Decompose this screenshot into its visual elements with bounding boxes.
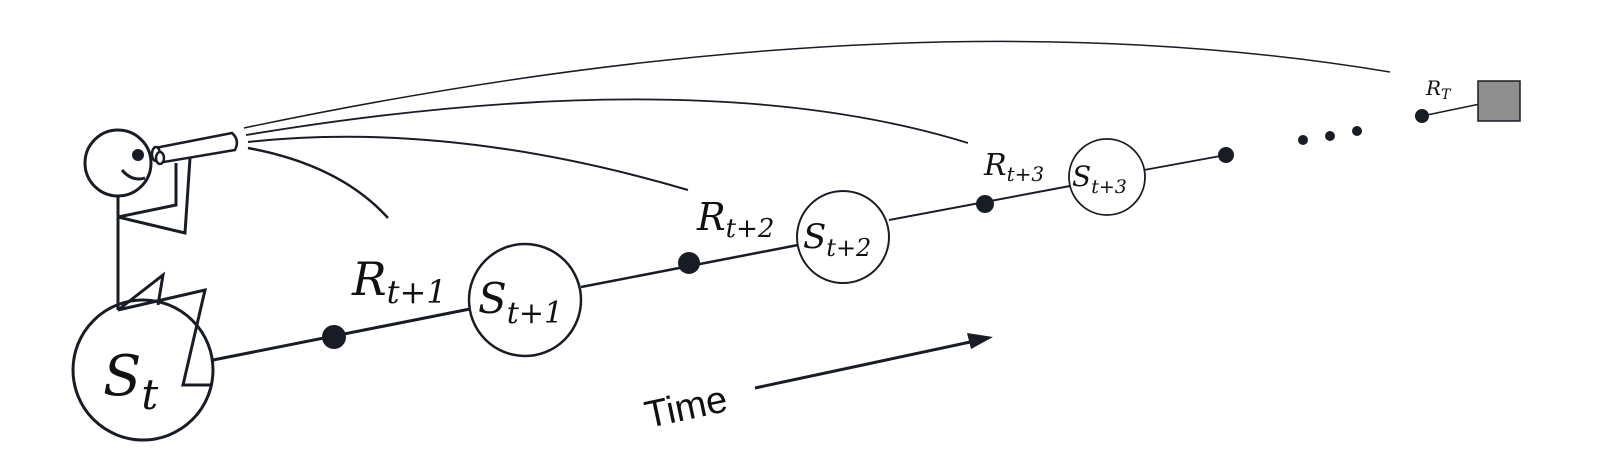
- state-node: [71, 298, 215, 442]
- arm: [117, 157, 192, 235]
- head: [83, 128, 153, 198]
- arrow-head-icon: [967, 333, 993, 349]
- state-node: [1068, 138, 1146, 216]
- lookahead-curve-1: [247, 146, 389, 219]
- leg: [117, 288, 212, 387]
- ellipsis-dot: [1325, 131, 1335, 141]
- lookahead-curve-3: [245, 98, 969, 144]
- state-node: [796, 190, 890, 284]
- state-label: St+1: [478, 274, 563, 331]
- terminal-state: [1477, 80, 1521, 122]
- leg: [117, 271, 166, 312]
- ellipsis-dot: [1352, 126, 1362, 136]
- reward-dot: [976, 195, 994, 213]
- state-label: St: [103, 344, 158, 419]
- arm: [117, 163, 178, 219]
- reward-dot: [1415, 109, 1429, 123]
- state-label: St+3: [1072, 160, 1127, 198]
- transition-line: [1143, 154, 1227, 171]
- time-arrow: [754, 339, 976, 390]
- reward-label: Rt+2: [696, 195, 774, 244]
- transition-line: [1421, 103, 1481, 117]
- reward-label: Rt+1: [351, 252, 447, 311]
- lookahead-curve-4: [243, 40, 1391, 129]
- state-label: St+2: [803, 217, 871, 262]
- reward-dot: [322, 325, 346, 349]
- reward-label: Rt+3: [983, 148, 1044, 186]
- lookahead-curve-2: [247, 135, 689, 191]
- reward-dot: [1218, 147, 1234, 163]
- telescope-icon: [150, 131, 239, 166]
- smile: [120, 169, 146, 181]
- ellipsis-dot: [1298, 135, 1308, 145]
- state-node: [467, 242, 583, 358]
- reward-dot: [678, 252, 700, 274]
- time-label: Time: [641, 378, 731, 436]
- reward-label: RT: [1425, 76, 1452, 103]
- eye: [132, 149, 144, 161]
- observer-figure: [83, 128, 239, 387]
